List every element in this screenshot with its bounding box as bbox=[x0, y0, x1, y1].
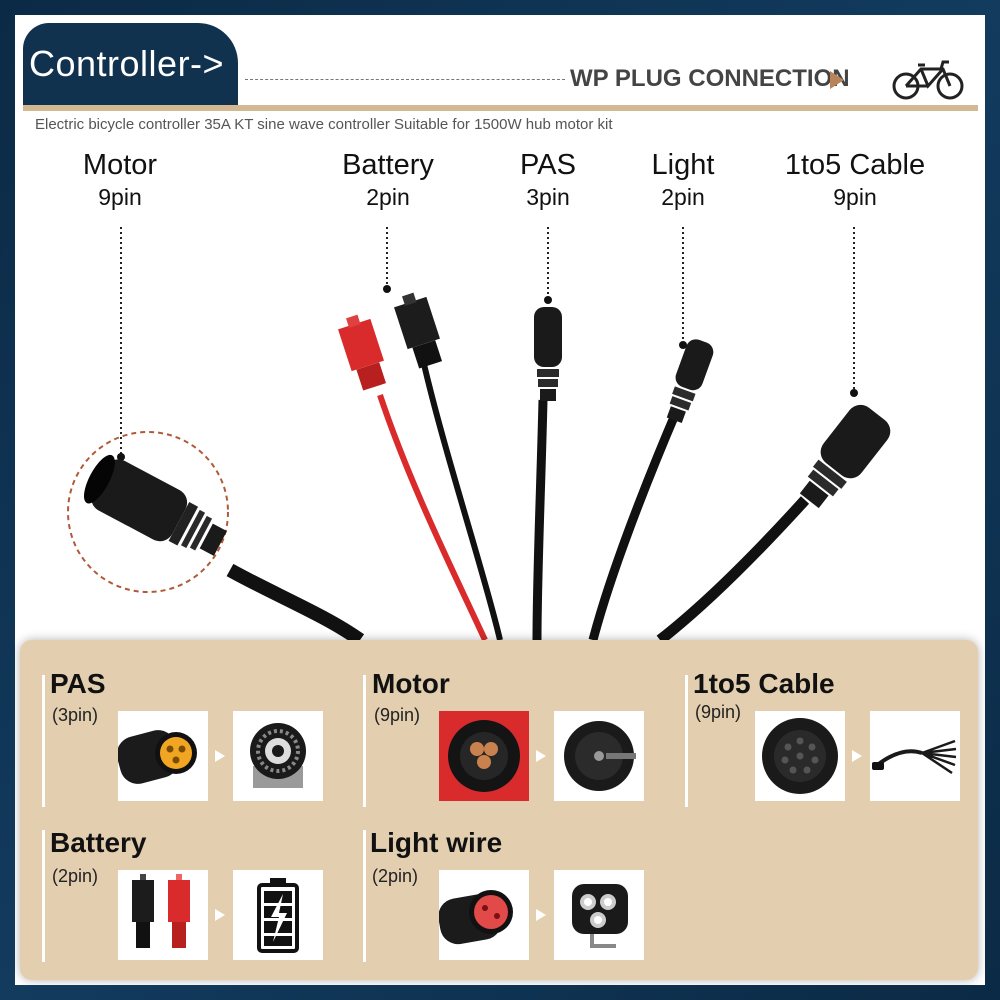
connector-panel: PAS (3pin) Motor (9pin) 1to5 Cable (9pin… bbox=[20, 640, 978, 980]
card-title-1to5-cable: 1to5 Cable bbox=[693, 668, 835, 699]
label-name: Motor bbox=[82, 149, 158, 181]
label-name: PAS bbox=[520, 149, 576, 181]
bicycle-icon bbox=[892, 60, 964, 100]
1to5-plug-image bbox=[755, 711, 845, 801]
card-title-light-wire: Light wire bbox=[370, 827, 503, 858]
label-pins: 2pin bbox=[366, 184, 410, 210]
card-pins-1to5-cable: (9pin) bbox=[695, 702, 742, 722]
label-name: Light bbox=[651, 149, 715, 181]
pointer-lines bbox=[117, 227, 858, 461]
label-pas: PAS 3pin bbox=[468, 148, 628, 212]
label-name: 1to5 Cable bbox=[784, 149, 926, 181]
card-title-pas: PAS bbox=[50, 668, 106, 699]
label-pins: 9pin bbox=[98, 184, 142, 210]
hub-motor-image bbox=[554, 711, 644, 801]
header-dashed-line bbox=[245, 79, 565, 80]
1to5-cable-image bbox=[870, 711, 960, 801]
label-1to5-cable: 1to5 Cable 9pin bbox=[755, 148, 955, 212]
label-motor: Motor 9pin bbox=[40, 148, 200, 212]
label-light: Light 2pin bbox=[603, 148, 763, 212]
product-card: Controller-> WP PLUG CONNECTION Electric… bbox=[15, 15, 985, 985]
card-title-battery: Battery bbox=[50, 827, 147, 858]
header-title: WP PLUG CONNECTION bbox=[570, 65, 850, 92]
headlight-image bbox=[554, 870, 644, 960]
light-plug-image bbox=[439, 870, 529, 960]
card-pins-battery: (2pin) bbox=[52, 866, 99, 886]
label-pins: 2pin bbox=[661, 184, 705, 210]
label-battery: Battery 2pin bbox=[308, 148, 468, 212]
pas-plug-image bbox=[118, 711, 208, 801]
label-name: Battery bbox=[342, 149, 434, 181]
battery-icon bbox=[233, 870, 323, 960]
card-title-motor: Motor bbox=[372, 668, 450, 699]
motor-plug-image bbox=[439, 711, 529, 801]
card-pins-light-wire: (2pin) bbox=[372, 866, 419, 886]
separator bbox=[363, 675, 366, 807]
arrow-right-icon bbox=[536, 750, 546, 762]
separator bbox=[685, 675, 688, 807]
cables-illustration bbox=[67, 227, 891, 640]
triangle-arrow-icon bbox=[830, 71, 844, 89]
arrow-right-icon bbox=[215, 750, 225, 762]
label-pins: 9pin bbox=[833, 184, 877, 210]
arrow-right-icon bbox=[536, 909, 546, 921]
card-pins-motor: (9pin) bbox=[374, 705, 421, 725]
pas-sensor-image bbox=[233, 711, 323, 801]
card-pins-pas: (3pin) bbox=[52, 705, 99, 725]
controller-badge: Controller-> bbox=[23, 23, 238, 105]
header-underline bbox=[23, 105, 978, 111]
product-description: Electric bicycle controller 35A KT sine … bbox=[35, 116, 613, 133]
separator bbox=[42, 830, 45, 962]
separator bbox=[363, 830, 366, 962]
separator bbox=[42, 675, 45, 807]
label-pins: 3pin bbox=[526, 184, 570, 210]
arrow-right-icon bbox=[852, 750, 862, 762]
battery-plug-image bbox=[118, 870, 208, 960]
arrow-right-icon bbox=[215, 909, 225, 921]
